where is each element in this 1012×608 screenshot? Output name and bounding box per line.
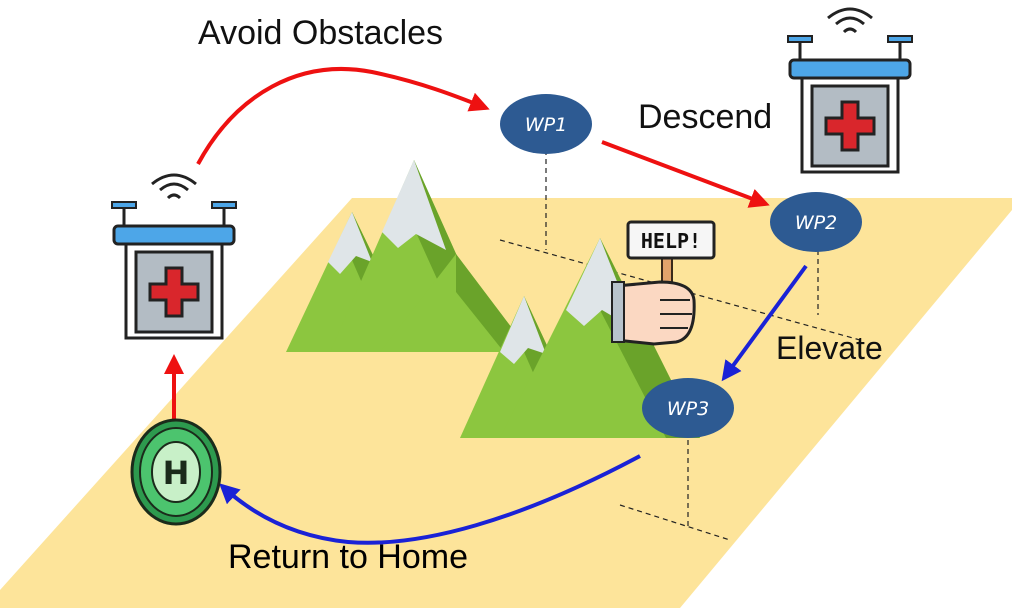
signal-icon [151, 173, 197, 200]
elevate-label: Elevate [776, 330, 883, 366]
mountain-icon [286, 160, 530, 352]
return-home-path [219, 454, 641, 545]
waypoint-2 [770, 192, 862, 252]
helipad-icon [130, 418, 222, 526]
waypoint-3 [642, 378, 734, 438]
avoid-obstacles-path [196, 67, 490, 165]
waypoint-3-label: WP3 [667, 398, 709, 420]
help-sign-text: HELP! [641, 229, 701, 253]
elevate-path [721, 264, 808, 382]
drone-icon [111, 173, 237, 340]
waypoint-1-label: WP1 [525, 114, 567, 136]
medical-cross-icon [824, 100, 876, 152]
descend-path [601, 140, 770, 208]
return-home-label: Return to Home [228, 538, 468, 576]
medical-cross-icon [148, 266, 200, 318]
waypoint-2-label: WP2 [795, 212, 837, 234]
helipad-letter: H [163, 454, 190, 492]
avoid-obstacles-label: Avoid Obstacles [198, 14, 444, 52]
guide-lines [499, 150, 861, 541]
drone-icon [787, 7, 913, 174]
signal-icon [827, 7, 873, 34]
waypoint-1 [500, 94, 592, 154]
descend-label: Descend [638, 98, 773, 136]
help-sign-icon [611, 220, 716, 346]
